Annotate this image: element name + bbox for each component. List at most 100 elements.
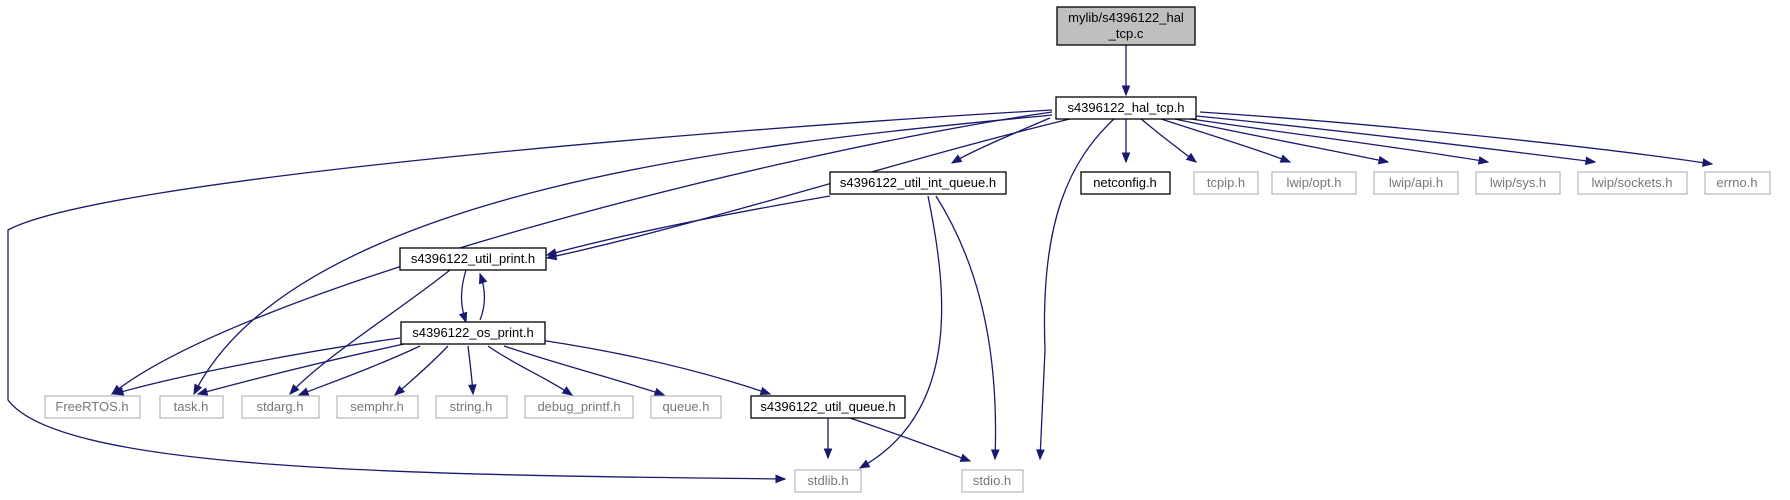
node-label: s4396122_util_queue.h [760, 399, 895, 414]
node-label: lwip/opt.h [1287, 175, 1342, 190]
node-label: tcpip.h [1207, 175, 1245, 190]
edge-os-print-to-util-queue [539, 339, 771, 395]
edge-int-queue-to-stdlib [859, 195, 943, 469]
arrowhead [1585, 156, 1597, 166]
node-lwip-api-h[interactable]: lwip/api.h [1373, 171, 1459, 195]
node-label: s4396122_util_int_queue.h [840, 175, 996, 190]
arrowhead [297, 387, 310, 396]
arrowhead [478, 272, 488, 285]
edge-int-queue-to-util-print [546, 195, 831, 256]
node-s4396122-util-print-h[interactable]: s4396122_util_print.h [399, 247, 547, 271]
node-label: stdlib.h [807, 473, 848, 488]
node-lwip-opt-h[interactable]: lwip/opt.h [1271, 171, 1357, 195]
node-label: FreeRTOS.h [55, 399, 128, 414]
node-label: debug_printf.h [537, 399, 620, 414]
edges-layer [7, 45, 1713, 480]
node-mylib-s4396122-hal-tcp-c[interactable]: mylib/s4396122_hal _tcp.c [1056, 6, 1196, 46]
node-s4396122-util-int-queue-h[interactable]: s4396122_util_int_queue.h [829, 171, 1007, 195]
arrowhead [1477, 156, 1490, 165]
arrowhead [823, 448, 833, 460]
edge-hal-tcp-to-lwip-sys [1183, 117, 1489, 163]
nodes-layer: mylib/s4396122_hal _tcp.c s4396122_hal_t… [44, 6, 1771, 493]
node-label: lwip/sockets.h [1592, 175, 1673, 190]
edge-hal-tcp-to-lwip-opt [1157, 117, 1291, 163]
edge-hal-tcp-to-int-queue [951, 117, 1051, 164]
node-task-h[interactable]: task.h [159, 395, 224, 419]
node-stdlib-h[interactable]: stdlib.h [794, 469, 862, 493]
arrowhead [193, 383, 203, 396]
node-label: stdarg.h [257, 399, 304, 414]
arrowhead [959, 453, 972, 462]
node-label: semphr.h [350, 399, 403, 414]
edge-hal-tcp-to-lwip-api [1169, 117, 1389, 163]
arrowhead [1036, 449, 1045, 461]
node-label: s4396122_hal_tcp.h [1067, 100, 1184, 115]
arrowhead [759, 386, 772, 396]
node-string-h[interactable]: string.h [435, 395, 508, 419]
edge-os-print-to-stdarg [298, 345, 421, 396]
node-lwip-sys-h[interactable]: lwip/sys.h [1475, 171, 1561, 195]
edge-os-print-to-task [197, 343, 405, 395]
node-label: task.h [174, 399, 209, 414]
arrowhead [458, 311, 468, 324]
arrowhead [950, 154, 963, 164]
edge-hal-tcp-to-task [193, 114, 1053, 395]
node-freertos-h[interactable]: FreeRTOS.h [44, 395, 141, 419]
node-errno-h[interactable]: errno.h [1704, 171, 1771, 195]
arrowhead [1702, 158, 1714, 167]
edge-hal-tcp-to-freertos [111, 111, 1053, 395]
edge-os-print-to-debug-printf [487, 345, 573, 396]
edge-hal-tcp-to-stdio [1039, 117, 1116, 460]
arrowhead [561, 386, 574, 396]
arrowhead [775, 474, 787, 484]
edge-os-print-to-queue [503, 345, 665, 396]
node-label: queue.h [663, 399, 710, 414]
edge-hal-tcp-to-errno [1199, 111, 1713, 165]
arrowhead [1121, 152, 1131, 164]
node-label: lwip/api.h [1389, 175, 1443, 190]
arrowhead [289, 384, 300, 395]
node-semphr-h[interactable]: semphr.h [336, 395, 419, 419]
edge-int-queue-to-stdio [935, 195, 997, 460]
edge-hal-tcp-to-lwip-sockets [1195, 115, 1596, 163]
arrowhead [1377, 155, 1390, 165]
arrowhead [1279, 154, 1292, 163]
arrowhead [196, 387, 209, 396]
node-label: netconfig.h [1093, 175, 1157, 190]
edge-util-print-to-stdarg [289, 269, 451, 395]
arrowhead [468, 384, 477, 396]
edge-hal-tcp-to-tcpip [1139, 117, 1197, 163]
node-label: stdio.h [973, 473, 1011, 488]
arrowheads-layer [110, 85, 1714, 484]
arrowhead [858, 459, 871, 469]
arrowhead [653, 387, 666, 397]
arrowhead [1121, 85, 1131, 97]
edge-util-queue-to-stdio [849, 417, 971, 462]
node-stdarg-h[interactable]: stdarg.h [241, 395, 320, 419]
edge-os-print-to-freertos [113, 337, 401, 395]
node-stdio-h[interactable]: stdio.h [961, 469, 1024, 493]
arrowhead [990, 449, 1000, 461]
node-s4396122-os-print-h[interactable]: s4396122_os_print.h [400, 321, 546, 345]
node-s4396122-util-queue-h[interactable]: s4396122_util_queue.h [750, 395, 906, 419]
node-tcpip-h[interactable]: tcpip.h [1193, 171, 1259, 195]
edge-hal-tcp-to-stdlib [7, 109, 1053, 480]
arrowhead [112, 387, 125, 396]
arrowhead [1185, 152, 1198, 163]
node-debug-printf-h[interactable]: debug_printf.h [524, 395, 634, 419]
node-queue-h[interactable]: queue.h [650, 395, 722, 419]
node-label: s4396122_os_print.h [412, 325, 533, 340]
node-label: string.h [450, 399, 493, 414]
arrowhead [545, 248, 558, 257]
arrowhead [393, 385, 406, 396]
node-label: errno.h [1716, 175, 1757, 190]
node-s4396122-hal-tcp-h[interactable]: s4396122_hal_tcp.h [1055, 96, 1197, 120]
node-label: lwip/sys.h [1490, 175, 1546, 190]
node-label: mylib/s4396122_hal [1068, 10, 1184, 25]
node-lwip-sockets-h[interactable]: lwip/sockets.h [1577, 171, 1688, 195]
edge-hal-tcp-to-util-print [546, 117, 1075, 259]
node-label: s4396122_util_print.h [411, 251, 535, 266]
node-netconfig-h[interactable]: netconfig.h [1080, 171, 1171, 195]
node-label: _tcp.c [1108, 26, 1144, 41]
